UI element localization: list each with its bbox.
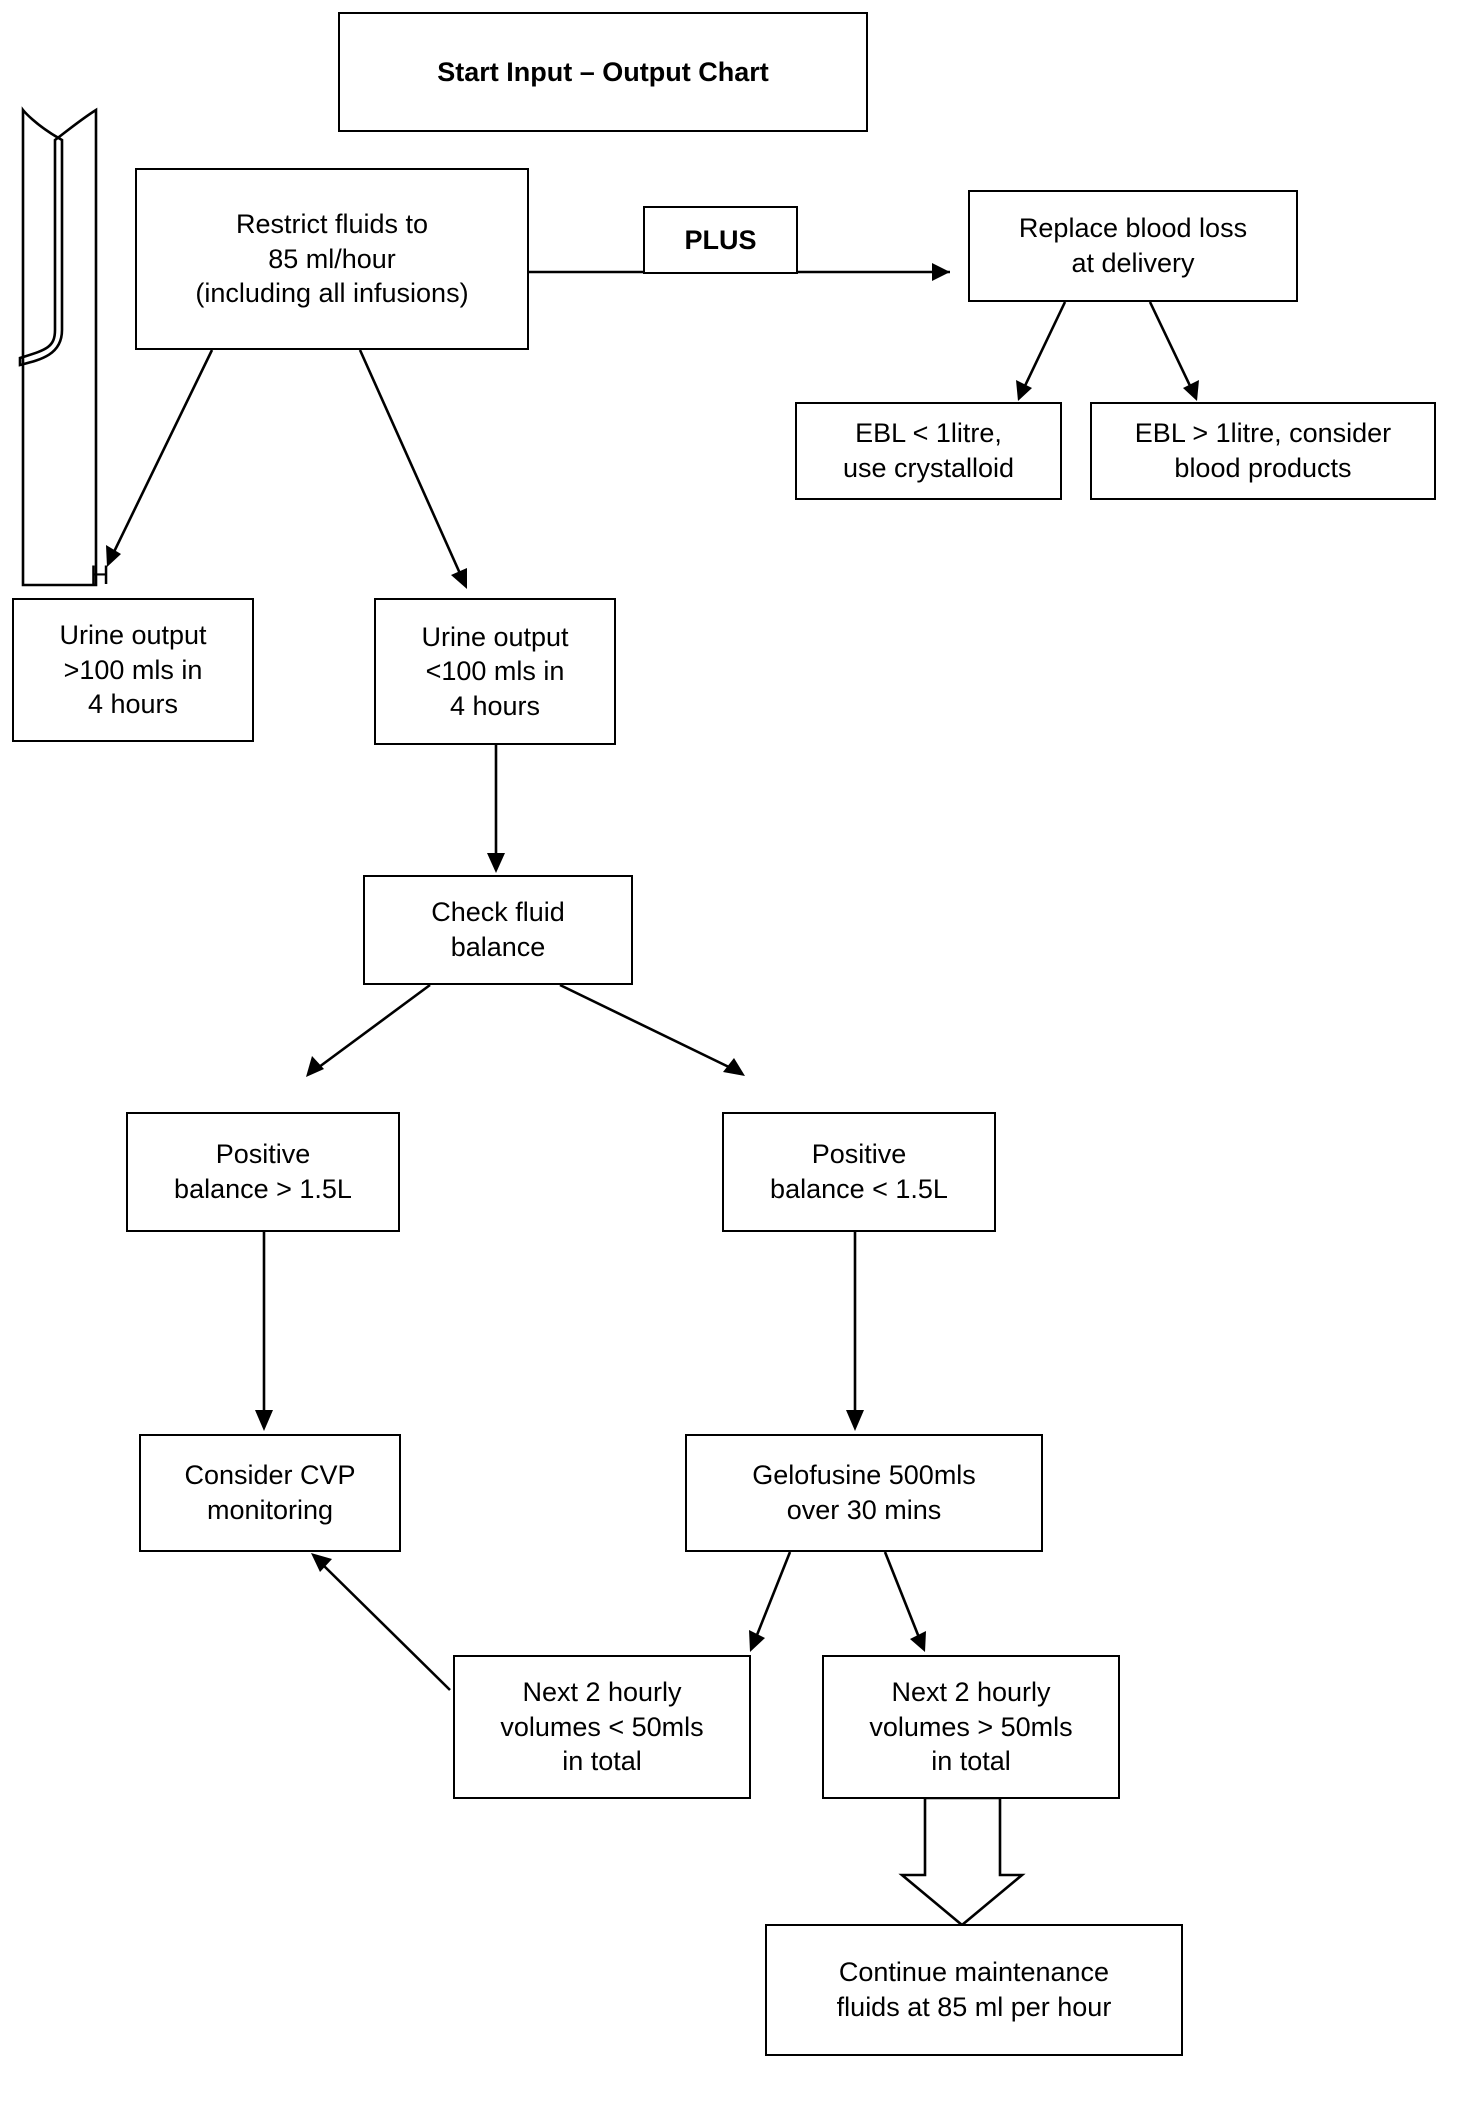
node-urine-output-low[interactable]: Urine output <100 mls in 4 hours [374,598,616,745]
edge-next-low-to-cvp [319,1561,451,1691]
arrowhead-restrict-to-urine-low [451,568,467,589]
arrowhead-pos-low-to-gelo [846,1410,864,1431]
edge-gelo-to-next-high [883,1551,922,1641]
edge-check-to-pos-low [559,983,736,1072]
arrowhead-check-to-pos-high [306,1056,324,1077]
node-positive-balance-low[interactable]: Positive balance < 1.5L [722,1112,996,1232]
annotation-h-marker: H [90,560,110,590]
arrowhead-urine-low-to-check [487,853,505,873]
node-plus-label[interactable]: PLUS [643,206,798,274]
arrowhead-gelo-to-next-low [749,1630,765,1652]
block-arrow-next-high-to-continue [898,1796,1026,1927]
node-ebl-less-than-1litre[interactable]: EBL < 1litre, use crystalloid [795,402,1062,500]
edge-restrict-to-urine-low [358,349,464,579]
arrowhead-replace-to-ebl-low [1016,380,1032,401]
edge-check-to-pos-high [314,983,431,1072]
node-positive-balance-high[interactable]: Positive balance > 1.5L [126,1112,400,1232]
node-gelofusine[interactable]: Gelofusine 500mls over 30 mins [685,1434,1043,1552]
node-replace-blood-loss[interactable]: Replace blood loss at delivery [968,190,1298,302]
arrowhead-next-low-to-cvp [311,1553,332,1572]
node-ebl-greater-than-1litre[interactable]: EBL > 1litre, consider blood products [1090,402,1436,500]
arrowhead-check-to-pos-low [723,1058,745,1076]
node-start[interactable]: Start Input – Output Chart [338,12,868,132]
edge-replace-to-ebl-low [1021,301,1067,391]
node-next-2-hourly-low[interactable]: Next 2 hourly volumes < 50mls in total [453,1655,751,1799]
node-check-fluid-balance[interactable]: Check fluid balance [363,875,633,985]
node-restrict-fluids[interactable]: Restrict fluids to 85 ml/hour (including… [135,168,529,350]
feedback-loop-shape [18,106,98,587]
node-consider-cvp[interactable]: Consider CVP monitoring [139,1434,401,1552]
arrowhead-gelo-to-next-high [910,1631,926,1652]
node-urine-output-high[interactable]: Urine output >100 mls in 4 hours [12,598,254,742]
arrowhead-replace-to-ebl-high [1183,380,1199,401]
edge-replace-to-ebl-high [1148,301,1194,391]
arrowhead-pos-high-to-cvp [255,1410,273,1431]
node-continue-maintenance[interactable]: Continue maintenance fluids at 85 ml per… [765,1924,1183,2056]
edge-restrict-to-urine-high [110,349,214,557]
arrowhead-restrict-to-urine-high [106,545,121,567]
edge-gelo-to-next-low [753,1551,792,1641]
node-next-2-hourly-high[interactable]: Next 2 hourly volumes > 50mls in total [822,1655,1120,1799]
arrowhead-restrict-to-replace [932,263,950,281]
